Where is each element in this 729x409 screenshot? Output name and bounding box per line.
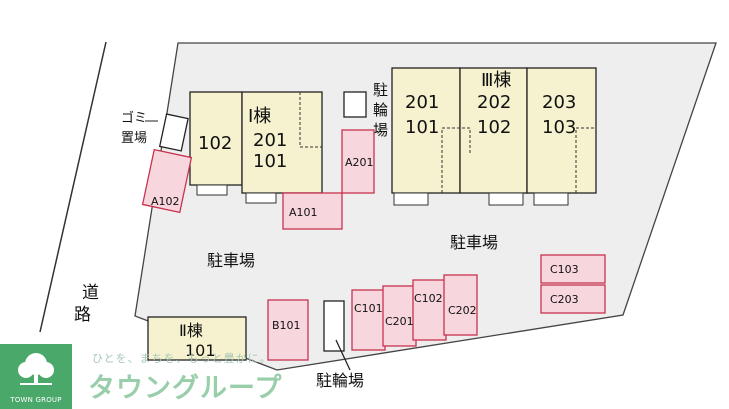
building-1	[189, 91, 323, 204]
parking-space-a201	[341, 129, 375, 194]
parking-space-c202	[443, 274, 478, 336]
space-label-b101: B101	[272, 319, 301, 332]
space-label-a201: A201	[345, 156, 374, 169]
unit-3-101: 101	[405, 117, 439, 138]
space-label-c203: C203	[550, 293, 579, 306]
bike-label-3: 場	[373, 121, 388, 139]
building-3	[391, 67, 597, 206]
space-label-c103: C103	[550, 263, 579, 276]
parking-space-c101	[351, 289, 386, 351]
bike-leader	[335, 339, 351, 371]
bike-parking-label: 駐輪場	[316, 371, 364, 390]
bike-parking-top-box	[343, 91, 367, 118]
parking-label-left: 駐車場	[207, 251, 255, 270]
building-3-title: Ⅲ棟	[481, 70, 511, 91]
garbage-label-2: 置場	[121, 131, 147, 146]
garbage-box	[158, 113, 189, 152]
parking-space-b101	[267, 299, 309, 361]
company-tagline: ひとを、まちを、もっと豊かに。	[92, 352, 272, 365]
unit-1-201: 201	[253, 130, 287, 151]
building-1-title: Ⅰ棟	[248, 106, 271, 127]
bike-label-1: 駐	[373, 81, 388, 99]
parking-space-c203	[540, 284, 606, 314]
road-label-1: 道路	[74, 283, 99, 325]
road-edge-line	[39, 41, 107, 333]
bike-parking-bottom-box	[323, 300, 345, 352]
parking-space-a102	[141, 148, 193, 214]
unit-3-201: 201	[405, 92, 439, 113]
unit-3-102: 102	[477, 117, 511, 138]
unit-1-102: 102	[198, 133, 232, 154]
space-label-a101: A101	[289, 206, 318, 219]
unit-3-103: 103	[542, 117, 576, 138]
parking-space-c201	[382, 285, 417, 347]
parking-space-c103	[540, 254, 606, 284]
space-label-c202: C202	[448, 304, 477, 317]
space-label-c201: C201	[385, 315, 414, 328]
unit-3-203: 203	[542, 92, 576, 113]
unit-2-101: 101	[185, 341, 216, 360]
space-label-a102: A102	[151, 195, 180, 208]
space-label-c101: C101	[354, 302, 383, 315]
parking-label-right: 駐車場	[450, 233, 498, 252]
parking-space-c102	[412, 279, 447, 341]
company-logo: TOWN GROUP	[0, 344, 72, 409]
company-brand: タウングループ	[88, 373, 283, 404]
parking-space-a101	[282, 192, 343, 230]
building-2-title: Ⅱ棟	[179, 321, 203, 340]
garbage-label-1: ゴミ	[121, 110, 147, 126]
tree-icon	[18, 353, 54, 385]
bike-label-2: 輪	[373, 101, 388, 119]
space-label-c102: C102	[414, 292, 443, 305]
company-logo-text: TOWN GROUP	[10, 396, 62, 404]
unit-1-101: 101	[253, 151, 287, 172]
building-2	[147, 316, 247, 361]
unit-3-202: 202	[477, 92, 511, 113]
